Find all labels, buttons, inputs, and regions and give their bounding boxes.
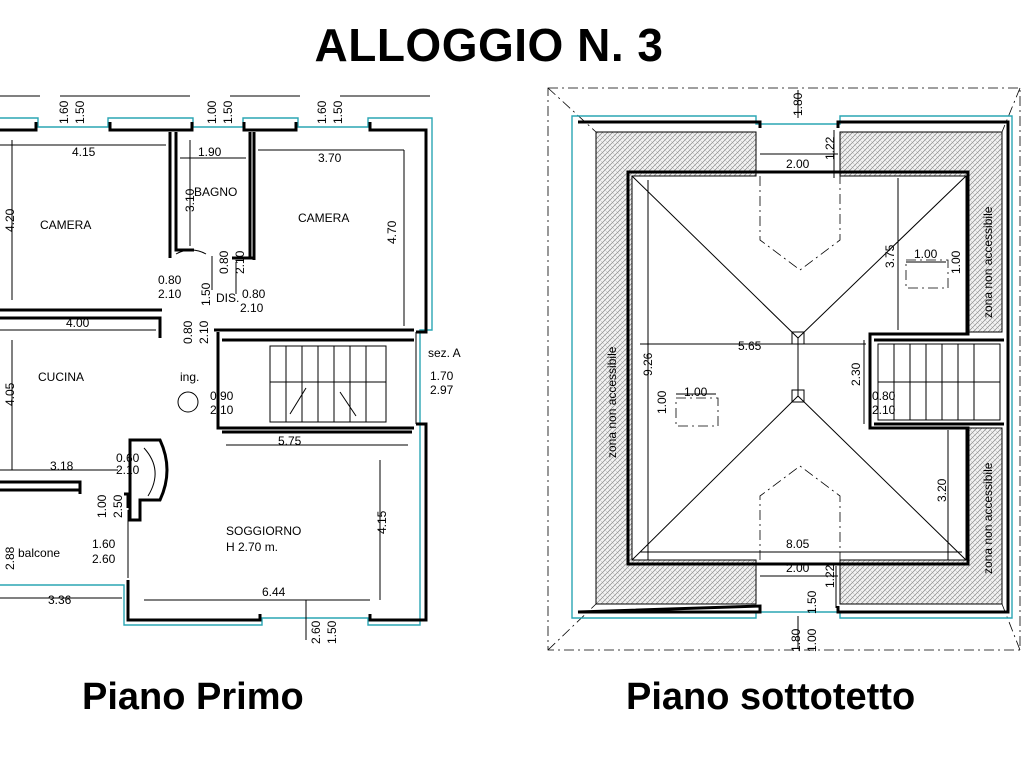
dimension-label: sez. A (428, 346, 461, 360)
dimension-label: 1.60 (57, 100, 71, 124)
caption-piano-sottotetto: Piano sottotetto (626, 676, 916, 718)
dimension-label: 4.00 (66, 316, 90, 330)
dimension-label: 2.30 (849, 362, 863, 386)
zona-non-accessibile-left: zona non accessibile (605, 346, 619, 458)
dimension-label: 5.65 (738, 339, 762, 353)
dimension-label: 1.80 (789, 628, 803, 652)
dimension-label: 1.90 (198, 145, 222, 159)
dimension-label: 1.80 (791, 92, 805, 116)
stairs-primo (269, 345, 387, 423)
dimension-label: DIS. (216, 291, 239, 305)
dimension-label: 3.18 (50, 459, 74, 473)
plan-piano-primo (0, 95, 433, 640)
dimension-label: 1.22 (823, 136, 837, 160)
labels-piano-sottotetto: 1.80 1.22 2.00 3.75 1.00 1.00 5.65 9.26 … (605, 92, 995, 652)
dimension-label: 2.50 (111, 494, 125, 518)
dimension-label: 2.00 (786, 561, 810, 575)
dimension-label: 4.70 (385, 220, 399, 244)
dimension-label: 2.10 (158, 287, 182, 301)
dimension-label: 2.10 (240, 301, 264, 315)
zona-non-accessibile-right-top: zona non accessibile (981, 206, 995, 318)
dimension-label: 1.00 (684, 385, 708, 399)
dimension-label: 4.15 (375, 510, 389, 534)
dimension-label: 3.70 (318, 151, 342, 165)
dimension-label: 3.75 (883, 244, 897, 268)
dimension-label: 8.05 (786, 537, 810, 551)
dimension-label: 0.60 (116, 451, 140, 465)
dimension-label: 1.50 (331, 100, 345, 124)
room-soggiorno: SOGGIORNO (226, 524, 301, 538)
stairs-sottotetto (877, 343, 1001, 421)
dimension-label: 2.10 (197, 320, 211, 344)
dimension-label: 2.00 (786, 157, 810, 171)
dimension-label: 0.80 (872, 389, 896, 403)
dimension-label: 0.80 (242, 287, 266, 301)
dimension-label: 1.22 (823, 564, 837, 588)
dimension-label: 3.10 (183, 188, 197, 212)
dimension-label: 2.88 (3, 546, 17, 570)
ingresso-marker (177, 391, 199, 413)
dimension-label: 1.50 (325, 620, 339, 644)
room-cucina: CUCINA (38, 370, 84, 384)
dimension-label: 2.60 (309, 620, 323, 644)
dimension-label: H 2.70 m. (226, 540, 278, 554)
dimension-label: 1.00 (805, 628, 819, 652)
dimension-label: 1.50 (73, 100, 87, 124)
room-bagno: BAGNO (194, 185, 237, 199)
dimension-label: 1.50 (805, 590, 819, 614)
dimension-label: 0.80 (217, 250, 231, 274)
plan-piano-sottotetto (547, 87, 1021, 651)
dimension-label: 1.00 (949, 250, 963, 274)
dimension-label: 4.20 (3, 208, 17, 232)
dimension-label: 6.44 (262, 585, 286, 599)
dimension-label: 1.00 (655, 390, 669, 414)
dimension-label: 1.60 (315, 100, 329, 124)
room-balcone: balcone (18, 546, 60, 560)
dimension-label: 2.10 (872, 403, 896, 417)
room-camera-2: CAMERA (298, 211, 349, 225)
dimension-label: 2.60 (92, 552, 116, 566)
dimension-label: 0.80 (181, 320, 195, 344)
dimension-label: 4.15 (72, 145, 96, 159)
dimension-label: 1.70 (430, 369, 454, 383)
dimension-label: 3.36 (48, 593, 72, 607)
labels-piano-primo: 1.60 1.50 1.00 1.50 1.60 1.50 4.15 1.90 … (3, 100, 461, 644)
dimension-label: 4.05 (3, 382, 17, 406)
caption-piano-primo: Piano Primo (82, 676, 304, 718)
dimension-label: 1.50 (199, 282, 213, 306)
dimension-label: 1.50 (221, 100, 235, 124)
dimension-label: 9.26 (641, 352, 655, 376)
room-camera-1: CAMERA (40, 218, 91, 232)
dimension-label: 2.10 (116, 463, 140, 477)
dimension-label: 1.00 (914, 247, 938, 261)
dimension-label: 0.80 (158, 273, 182, 287)
dimension-label: 5.75 (278, 434, 302, 448)
dimension-label: 2.97 (430, 383, 454, 397)
dimension-label: 1.00 (205, 100, 219, 124)
dimension-label: ing. (180, 370, 199, 384)
dimension-label: 1.60 (92, 537, 116, 551)
page-title: ALLOGGIO N. 3 (314, 19, 664, 71)
dimension-label: 3.20 (935, 478, 949, 502)
dimension-label: 2.10 (233, 250, 247, 274)
zona-non-accessibile-right-bottom: zona non accessibile (981, 462, 995, 574)
dimension-label: 2.10 (210, 403, 234, 417)
dimension-label: 1.00 (95, 494, 109, 518)
dimension-label: 0.90 (210, 389, 234, 403)
